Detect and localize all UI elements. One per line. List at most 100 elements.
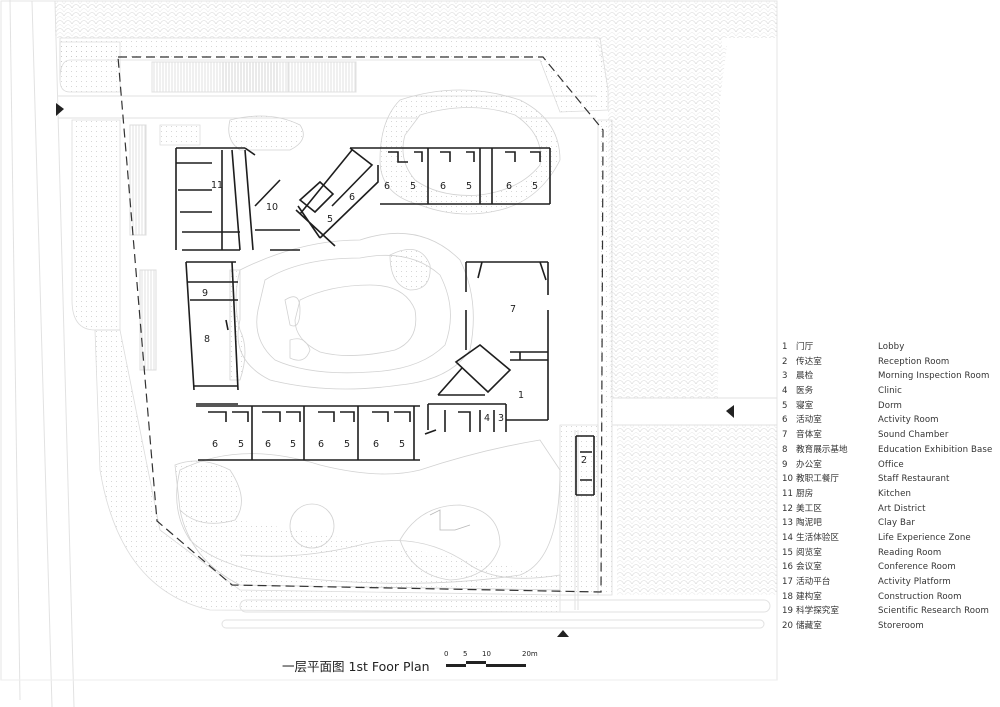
legend-label-en: Scientific Research Room [878, 606, 989, 617]
legend-label-en: Life Experience Zone [878, 532, 971, 543]
legend-label-en: Construction Room [878, 591, 962, 602]
legend-label-cn: 会议室 [796, 562, 822, 573]
legend-label-cn: 建构室 [796, 591, 822, 602]
svg-text:8: 8 [204, 334, 210, 345]
legend-label-en: Reading Room [878, 547, 942, 558]
site-boundary-dashed [117, 56, 604, 593]
legend-label-cn: 阅览室 [796, 547, 822, 558]
svg-text:6: 6 [318, 439, 324, 450]
legend-label-en: Kitchen [878, 488, 911, 499]
svg-text:6: 6 [349, 192, 355, 203]
svg-text:5: 5 [410, 181, 416, 192]
legend-label-cn: 活动平台 [796, 577, 831, 587]
legend-number: 12 [782, 503, 793, 514]
legend-item: 9 办公室 Office [782, 458, 1000, 473]
legend-number: 14 [782, 532, 793, 543]
legend-number: 17 [782, 577, 793, 587]
legend-label-cn: 科学探究室 [796, 606, 839, 617]
legend-label-cn: 厨房 [796, 488, 814, 499]
west-entrance-arrow-icon [56, 103, 64, 116]
legend-label-en: Conference Room [878, 562, 956, 573]
svg-text:6: 6 [506, 181, 512, 192]
legend-number: 5 [782, 400, 788, 411]
legend-number: 16 [782, 562, 793, 573]
svg-text:6: 6 [440, 181, 446, 192]
scale-bar: 0 5 10 20m [444, 650, 544, 672]
legend-label-cn: 美工区 [796, 503, 822, 514]
scale-bar-graphic [446, 661, 526, 667]
legend-number: 3 [782, 371, 788, 382]
legend-item: 1 门厅 Lobby [782, 340, 1000, 355]
legend-number: 11 [782, 488, 793, 499]
legend-label-en: Lobby [878, 342, 905, 352]
svg-text:6: 6 [384, 181, 390, 192]
legend-number: 8 [782, 444, 788, 455]
legend-label-cn: 医务 [796, 386, 814, 397]
legend-label-cn: 办公室 [796, 459, 822, 470]
svg-text:6: 6 [212, 439, 218, 450]
legend-number: 7 [782, 430, 788, 441]
drawing-title-cn: 一层平面图 [282, 659, 345, 674]
legend-number: 2 [782, 356, 788, 367]
legend-label-en: Clinic [878, 386, 902, 397]
scale-tick: 10 [482, 650, 491, 658]
svg-text:3: 3 [498, 413, 504, 424]
scale-tick: 5 [463, 650, 468, 658]
east-entrance-arrow-icon [726, 405, 734, 418]
svg-text:5: 5 [399, 439, 405, 450]
legend-label-cn: 传达室 [796, 356, 822, 367]
legend-label-cn: 生活体验区 [796, 532, 839, 543]
svg-text:9: 9 [202, 288, 208, 299]
legend-label-en: Education Exhibition Base [878, 444, 993, 455]
legend-label-en: Sound Chamber [878, 430, 949, 441]
legend-number: 20 [782, 621, 793, 632]
building-walls [175, 147, 595, 496]
legend-label-cn: 门厅 [796, 342, 814, 352]
legend-label-cn: 教职工餐厅 [796, 474, 839, 485]
legend-label-cn: 活动室 [796, 415, 822, 426]
svg-text:10: 10 [266, 202, 278, 213]
legend-number: 6 [782, 415, 788, 426]
drawing-title-en: 1st Foor Plan [348, 659, 430, 674]
svg-text:6: 6 [373, 439, 379, 450]
svg-text:11: 11 [211, 180, 223, 191]
legend-number: 19 [782, 606, 793, 617]
legend-label-en: Dorm [878, 400, 903, 411]
legend-label-en: Activity Room [878, 415, 939, 426]
legend-label-en: Activity Platform [878, 577, 951, 587]
legend-number: 9 [782, 459, 788, 470]
legend-item: 8 教育展示基地 Education Exhibition Base [782, 443, 1000, 458]
svg-text:4: 4 [484, 413, 490, 424]
legend-label-en: Staff Restaurant [878, 474, 950, 485]
svg-text:1: 1 [518, 390, 524, 401]
svg-text:2: 2 [581, 455, 587, 466]
landscape-scale-texture [55, 1, 777, 595]
svg-text:5: 5 [344, 439, 350, 450]
south-entrance-arrow-icon [557, 630, 569, 637]
legend-label-cn: 教育展示基地 [796, 444, 848, 455]
legend-label-en: Reception Room [878, 356, 950, 367]
legend-label-cn: 陶泥吧 [796, 518, 822, 529]
legend-item: 6 活动室 Activity Room [782, 413, 1000, 428]
legend-number: 1 [782, 342, 788, 352]
legend-label-en: Office [878, 459, 904, 470]
legend-label-en: Storeroom [878, 621, 924, 632]
svg-text:5: 5 [238, 439, 244, 450]
svg-text:5: 5 [290, 439, 296, 450]
legend-label-en: Morning Inspection Room [878, 371, 990, 382]
scale-tick: 0 [444, 650, 449, 658]
